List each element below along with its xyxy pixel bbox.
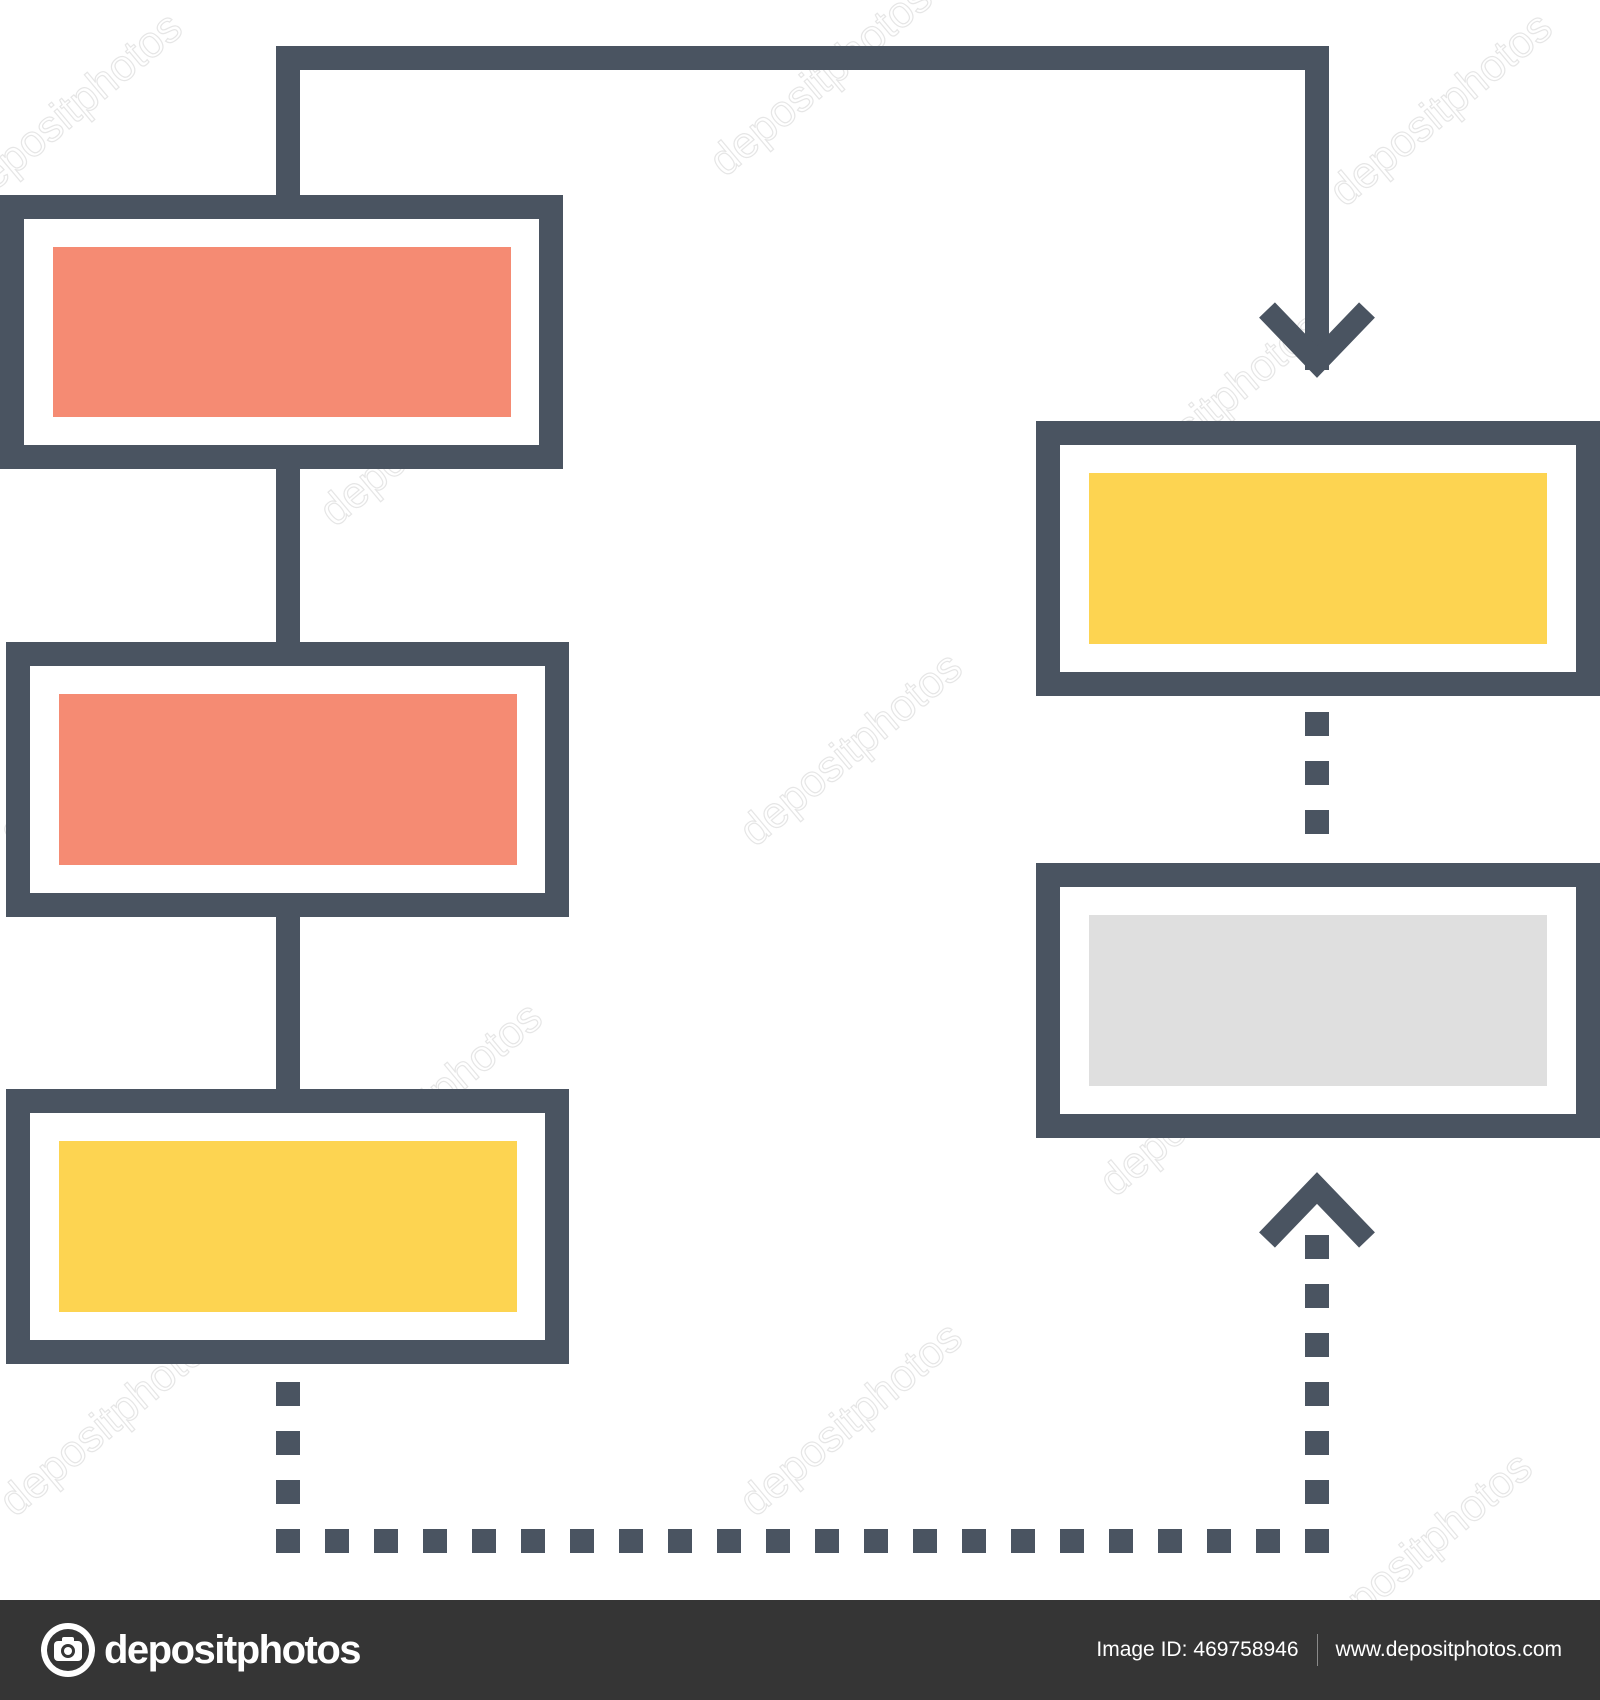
watermark-text: depositphotos xyxy=(700,0,941,186)
connector-dot xyxy=(374,1529,398,1553)
connector-dot xyxy=(1305,1333,1329,1357)
connector-dot xyxy=(619,1529,643,1553)
flow-node-right-2 xyxy=(1036,863,1600,1138)
connector-dot xyxy=(570,1529,594,1553)
connector-dot xyxy=(1305,1480,1329,1504)
camera-circle-icon xyxy=(41,1623,95,1677)
connector-dot xyxy=(1158,1529,1182,1553)
connector-dot xyxy=(1305,1235,1329,1259)
connector-dot xyxy=(521,1529,545,1553)
connector-top-loop xyxy=(276,46,1329,370)
connector-dot xyxy=(276,1480,300,1504)
connector-dot xyxy=(1305,1284,1329,1308)
node-fill xyxy=(53,247,511,417)
dotted-connector-right xyxy=(1305,712,1329,834)
connector-dot xyxy=(472,1529,496,1553)
connector-dot xyxy=(1305,1529,1329,1553)
flow-node-left-2 xyxy=(6,642,569,917)
watermark-text: depositphotos xyxy=(1300,1442,1541,1600)
watermark-text: depositphotos xyxy=(0,2,191,216)
watermark-text: depositphotos xyxy=(730,1312,971,1526)
connector-dot xyxy=(766,1529,790,1553)
arrowhead-up xyxy=(1259,1172,1375,1248)
connector-dot xyxy=(1305,1431,1329,1455)
flowchart-diagram: depositphotos depositphotos depositphotos d… xyxy=(0,0,1600,1600)
connector-dot xyxy=(276,1431,300,1455)
connector-dot xyxy=(1305,810,1329,834)
connector-dot xyxy=(1305,761,1329,785)
node-fill xyxy=(59,694,517,865)
connector-dot xyxy=(1305,712,1329,736)
connector-dot xyxy=(668,1529,692,1553)
flow-node-left-1 xyxy=(0,195,563,469)
flow-node-right-1 xyxy=(1036,421,1600,696)
connector-dot xyxy=(1207,1529,1231,1553)
brand-name: depositphotos xyxy=(104,1628,362,1672)
image-id-label: Image ID: xyxy=(1096,1638,1188,1661)
arrowhead-down xyxy=(1259,302,1375,378)
connector-dot xyxy=(1256,1529,1280,1553)
connector-dot xyxy=(1109,1529,1133,1553)
connector-dot xyxy=(962,1529,986,1553)
website-link[interactable]: www.depositphotos.com xyxy=(1335,1638,1562,1661)
footer-info: Image ID: 469758946 www.depositphotos.co… xyxy=(1096,1600,1562,1700)
footer-bar: depositphotos Image ID: 469758946 www.de… xyxy=(0,1600,1600,1700)
connector-dot xyxy=(913,1529,937,1553)
node-fill xyxy=(59,1141,517,1312)
connector-dot xyxy=(276,1529,300,1553)
connector-dot xyxy=(864,1529,888,1553)
footer-divider xyxy=(1316,1634,1318,1666)
node-fill xyxy=(1089,473,1547,644)
brand[interactable]: depositphotos xyxy=(40,1620,362,1680)
connector-dot xyxy=(423,1529,447,1553)
image-id-value: 469758946 xyxy=(1193,1638,1299,1661)
connector-dot xyxy=(325,1529,349,1553)
connector-dot xyxy=(1011,1529,1035,1553)
connector-dot xyxy=(276,1382,300,1406)
connector-dot xyxy=(1060,1529,1084,1553)
connector-dot xyxy=(1305,1382,1329,1406)
node-fill xyxy=(1089,915,1547,1086)
watermark-text: depositphotos xyxy=(730,642,971,856)
watermark-text: depositphotos xyxy=(1320,2,1561,216)
flow-node-left-3 xyxy=(6,1089,569,1364)
connector-dot xyxy=(815,1529,839,1553)
dotted-connector-bottom xyxy=(276,1235,1329,1553)
connector-dot xyxy=(717,1529,741,1553)
